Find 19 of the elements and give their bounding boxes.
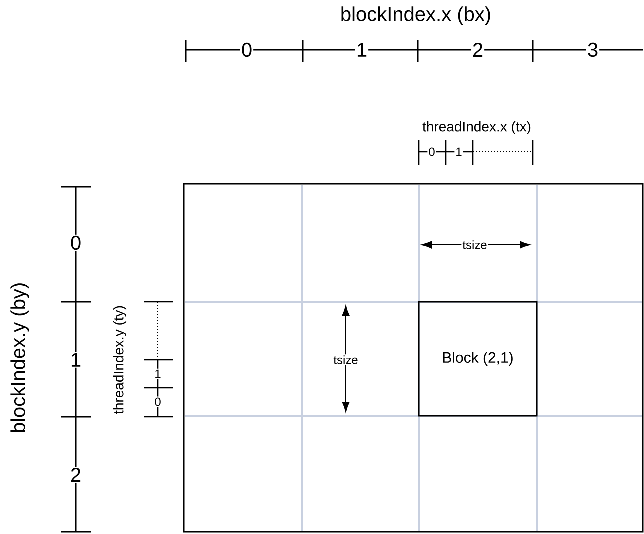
dimension-label: tsize xyxy=(462,240,488,250)
block-box: Block (2,1) xyxy=(418,301,538,417)
tick-label: 0 xyxy=(69,234,83,252)
tick-label: 1 xyxy=(69,352,83,368)
tick-label: 2 xyxy=(471,42,485,58)
tick-label: 0 xyxy=(154,396,162,408)
axis-title: blockIndex.x (bx) xyxy=(342,6,490,26)
tick-label: 0 xyxy=(240,42,254,58)
axis-title: blockIndex.y (by) xyxy=(10,284,30,432)
matrix-box xyxy=(183,183,644,533)
tick-label: 2 xyxy=(69,467,83,483)
tick-label: 1 xyxy=(454,146,464,158)
tick-label: 1 xyxy=(154,368,162,380)
axis-title: threadIndex.x (tx) xyxy=(422,121,531,135)
tick-label: 0 xyxy=(428,146,436,158)
tick-label: 3 xyxy=(586,42,600,58)
tick-label: 1 xyxy=(355,42,369,58)
dimension-label: tsize xyxy=(332,354,360,366)
axis-title: threadIndex.y (ty) xyxy=(113,306,127,414)
